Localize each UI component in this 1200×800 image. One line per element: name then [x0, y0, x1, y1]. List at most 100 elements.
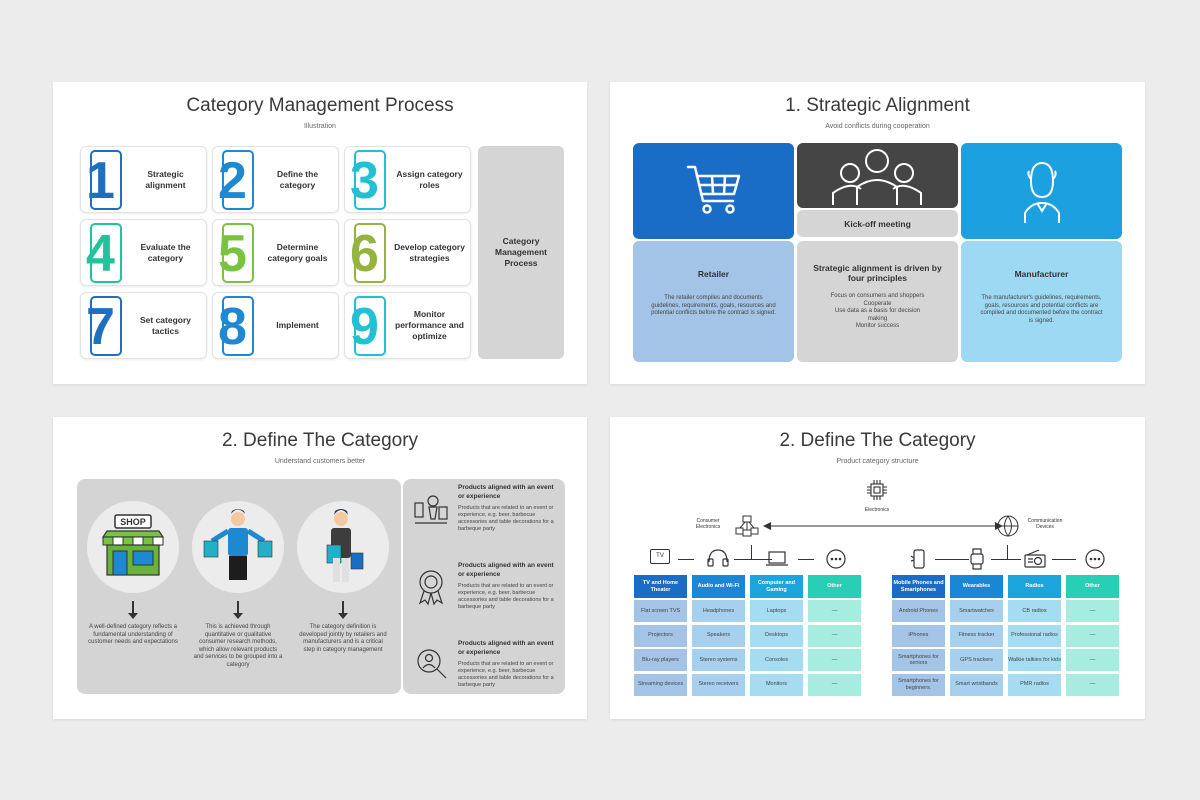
customer-search-icon [417, 649, 447, 679]
product-group-title: Products aligned with an event or experi… [458, 640, 554, 656]
category-header: Radios [1008, 575, 1061, 598]
step-number: 4 [86, 225, 115, 283]
slide-product-category-structure[interactable]: 2. Define The Category Product category … [610, 417, 1145, 719]
insights-panel: SHOP [77, 479, 401, 694]
step-number-frame: 5 [218, 223, 254, 283]
more-options-icon [1085, 549, 1105, 569]
category-cell: Monitors [750, 673, 803, 696]
category-cell: Headphones [692, 600, 745, 622]
step-card: 7 Set category tactics [80, 292, 207, 359]
tv-icon: TV [650, 549, 670, 564]
category-cell: — [1066, 649, 1119, 671]
step-card: 9 Monitor performance and optimize [344, 292, 471, 359]
category-cell: — [1066, 673, 1119, 696]
step-number-frame: 7 [86, 296, 122, 356]
step-number-frame: 6 [350, 223, 386, 283]
category-cell: — [808, 624, 861, 647]
shop-icon: SHOP [101, 514, 165, 576]
network-devices-icon [735, 515, 759, 537]
manufacturer-tile: Manufacturer The manufacturer's guidelin… [961, 241, 1122, 362]
double-arrow-connector [763, 522, 1003, 530]
category-cell: Flat screen TVS [634, 600, 687, 622]
category-cell: PMR radios [1008, 673, 1061, 696]
product-group-text: Products that are related to an event or… [458, 505, 554, 532]
more-options-icon [826, 549, 846, 569]
step-number-frame: 3 [350, 150, 386, 210]
step-label: Define the category [276, 168, 319, 190]
kickoff-label-tile: Kick-off meeting [797, 210, 958, 237]
arrow-down-icon [128, 601, 138, 619]
step-label: Monitor performance and optimize [395, 309, 464, 341]
principle-item: Monitor success [855, 323, 900, 329]
category-header: TV and Home Theater [634, 575, 687, 598]
step-card: 4 Evaluate the category [80, 219, 207, 286]
connector-line [1052, 559, 1076, 560]
category-cell: CB radios [1008, 600, 1061, 622]
principles-tile: Strategic alignment is driven by four pr… [797, 241, 958, 362]
category-cell: Streaming devices [634, 673, 687, 696]
connector-line [734, 559, 772, 560]
insight-text: This is achieved through quantitative or… [193, 624, 283, 668]
category-header: Mobile Phones and Smartphones [892, 575, 945, 598]
customer-icon [326, 509, 364, 582]
step-card: 8 Implement [212, 292, 339, 359]
step-label: Strategic alignment [145, 168, 186, 190]
slide-category-management-process[interactable]: Category Management Process Illustration… [53, 82, 587, 384]
step-label: Evaluate the category [140, 241, 191, 263]
kickoff-label: Kick-off meeting [844, 218, 911, 229]
step-label: Assign category roles [396, 168, 463, 190]
slide-title: 1. Strategic Alignment [785, 95, 970, 116]
slide-subtitle: Avoid conflicts during cooperation [825, 123, 930, 130]
category-cell: Stereo receivers [692, 673, 745, 696]
step-card: 1 Strategic alignment [80, 146, 207, 213]
retailer-heading: Retailer [697, 269, 730, 279]
step-number: 5 [218, 225, 247, 283]
slide-strategic-alignment[interactable]: 1. Strategic Alignment Avoid conflicts d… [610, 82, 1145, 384]
step-card: 3 Assign category roles [344, 146, 471, 213]
category-cell: Smartwatches [950, 600, 1003, 622]
globe-icon [997, 515, 1019, 537]
principle-item: Cooperate [863, 300, 892, 307]
step-number: 8 [218, 298, 247, 356]
connector-line [678, 559, 694, 560]
arrow-down-icon [233, 601, 243, 619]
slide-define-category-customers[interactable]: 2. Define The Category Understand custom… [53, 417, 587, 719]
manufacturer-heading: Manufacturer [1014, 269, 1069, 279]
product-group-title: Products aligned with an event or experi… [458, 562, 554, 578]
retailer-icon-tile [633, 143, 794, 239]
slide-title: 2. Define The Category [221, 430, 419, 451]
team-icon-tile [797, 143, 958, 208]
step-number: 1 [86, 152, 115, 210]
step-card: 2 Define the category [212, 146, 339, 213]
step-label: Set category tactics [139, 314, 192, 336]
connector-line [798, 559, 814, 560]
category-column: Radios CB radios Professional radios Wal… [1008, 575, 1061, 698]
category-cell: — [808, 600, 861, 622]
smartwatch-icon [970, 548, 984, 570]
products-panel: Products aligned with an event or experi… [403, 479, 565, 694]
people-group-icon [832, 149, 922, 205]
category-header: Wearables [950, 575, 1003, 598]
category-cell: GPS trackers [950, 649, 1003, 671]
slide-subtitle: Illustration [304, 123, 336, 130]
principle-item: Use data as a basis for decision making [834, 308, 921, 322]
retailer-tile: Retailer The retailer compiles and docum… [633, 241, 794, 362]
category-header: Audio and Wi-Fi [692, 575, 745, 598]
slide-subtitle: Product category structure [836, 458, 919, 465]
connector-line [991, 559, 1021, 560]
step-label: Determine category goals [267, 241, 328, 263]
step-number-frame: 2 [218, 150, 254, 210]
product-group-title: Products aligned with an event or experi… [458, 484, 554, 500]
root-category-label: Electronics [864, 507, 890, 513]
category-cell: Fitness tracker [950, 624, 1003, 647]
step-number-frame: 8 [218, 296, 254, 356]
connector-line [1007, 545, 1008, 559]
principles-heading: Strategic alignment is driven by four pr… [813, 263, 942, 283]
category-cell: Blu-ray players [634, 649, 687, 671]
category-cell: Professional radios [1008, 624, 1061, 647]
category-column: Audio and Wi-Fi Headphones Speakers Ster… [692, 575, 745, 698]
communication-devices-label: Communication Devices [1027, 518, 1063, 530]
step-number-frame: 1 [86, 150, 122, 210]
step-number: 3 [350, 152, 379, 210]
arrow-down-icon [338, 601, 348, 619]
